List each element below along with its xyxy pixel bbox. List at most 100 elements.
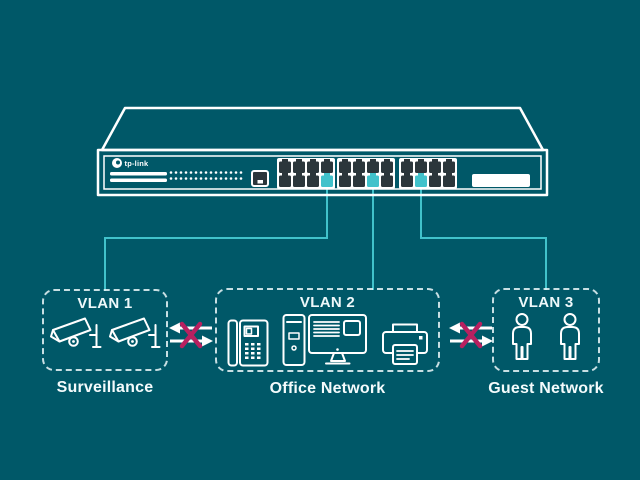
blocked-x-icon [459, 321, 483, 349]
vlan-2-box: VLAN 2 [215, 288, 440, 372]
office-network-label: Office Network [269, 380, 386, 397]
led-indicator [239, 177, 243, 180]
vlan-3-title: VLAN 3 [518, 294, 574, 311]
led-indicator [194, 177, 198, 180]
ethernet-port-tab [432, 173, 438, 176]
led-indicator [169, 177, 173, 180]
led-indicator [189, 171, 193, 174]
ethernet-port [353, 161, 365, 173]
ethernet-port-tab [310, 173, 316, 176]
left-arrow-icon [449, 322, 460, 334]
led-indicator [179, 177, 183, 180]
led-indicator [174, 177, 178, 180]
person-icon [560, 313, 580, 360]
vlan-1-devices [44, 313, 166, 351]
cctv-camera-icon [49, 317, 101, 348]
blocked-communication-icon [169, 321, 213, 349]
blank-plate [472, 174, 530, 187]
ethernet-port-tab [384, 159, 390, 162]
right-arrow-icon [202, 335, 213, 347]
ethernet-port [415, 161, 427, 173]
ethernet-port-tab [356, 173, 362, 176]
led-indicator [219, 177, 223, 180]
ethernet-port-tab [296, 173, 302, 176]
led-indicator [184, 171, 188, 174]
ethernet-port-tab [446, 159, 452, 162]
ethernet-port [293, 175, 305, 187]
printer-icon [381, 323, 428, 365]
ethernet-port [339, 161, 351, 173]
led-indicator-grid [169, 171, 243, 180]
ethernet-port [307, 175, 319, 187]
led-indicator [229, 177, 233, 180]
ethernet-port [279, 175, 291, 187]
vlan-1-box: VLAN 1 [42, 289, 168, 371]
led-indicator [219, 171, 223, 174]
front-panel-bar [110, 178, 167, 182]
ethernet-port-tab [342, 173, 348, 176]
led-indicator [169, 171, 173, 174]
ethernet-port-groups [277, 158, 457, 189]
cable-to-vlan-1 [104, 184, 328, 291]
cable-to-vlan-3 [420, 184, 547, 290]
guest-network-label: Guest Network [488, 380, 604, 397]
ethernet-port-tab [356, 159, 362, 162]
led-indicator [239, 171, 243, 174]
cctv-camera-icon [108, 317, 160, 348]
brand-text: tp-link [125, 159, 150, 168]
vlan-2-group: VLAN 2 [205, 288, 450, 398]
ethernet-port-tab [310, 159, 316, 162]
vlan-2-title: VLAN 2 [299, 294, 356, 311]
led-indicator [179, 171, 183, 174]
led-indicator [229, 171, 233, 174]
ethernet-port-active [415, 175, 427, 187]
ethernet-port [443, 175, 455, 187]
led-indicator [189, 177, 193, 180]
vlan-1-group: VLAN 1 Surveillance [30, 289, 180, 397]
led-indicator [194, 171, 198, 174]
ethernet-port [367, 161, 379, 173]
ethernet-port [279, 161, 291, 173]
vlan-3-devices [494, 312, 598, 362]
led-indicator [204, 177, 208, 180]
led-indicator [184, 177, 188, 180]
led-indicator [209, 171, 213, 174]
led-indicator [199, 171, 203, 174]
port-group-plate [337, 158, 395, 189]
ethernet-port-tab [370, 173, 376, 176]
person-icon [512, 313, 532, 360]
ethernet-port [401, 175, 413, 187]
cables [104, 184, 547, 291]
led-indicator [174, 171, 178, 174]
left-arrow-icon [169, 322, 180, 334]
desktop-computer-icon [282, 314, 367, 366]
ethernet-port-active [367, 175, 379, 187]
led-indicator [224, 171, 228, 174]
port-group-plate [277, 158, 335, 189]
vlan-3-box: VLAN 3 [492, 288, 600, 372]
ethernet-port [353, 175, 365, 187]
ethernet-port [339, 175, 351, 187]
console-port [251, 170, 269, 187]
ethernet-port-tab [418, 173, 424, 176]
led-indicator [214, 171, 218, 174]
ethernet-port [429, 175, 441, 187]
ethernet-port-tab [324, 173, 330, 176]
right-arrow-icon [482, 335, 493, 347]
ethernet-port-tab [418, 159, 424, 162]
ethernet-port [401, 161, 413, 173]
ethernet-port-tab [384, 173, 390, 176]
led-indicator [214, 177, 218, 180]
ethernet-port-tab [282, 173, 288, 176]
switch-top-panel [100, 106, 545, 152]
ethernet-port-tab [342, 159, 348, 162]
led-indicator [234, 171, 238, 174]
front-panel-bar [110, 172, 167, 176]
ethernet-port [381, 175, 393, 187]
ethernet-port-tab [296, 159, 302, 162]
vlan-1-title: VLAN 1 [77, 295, 133, 312]
surveillance-label: Surveillance [56, 379, 154, 396]
led-indicator [199, 177, 203, 180]
ethernet-port [321, 161, 333, 173]
